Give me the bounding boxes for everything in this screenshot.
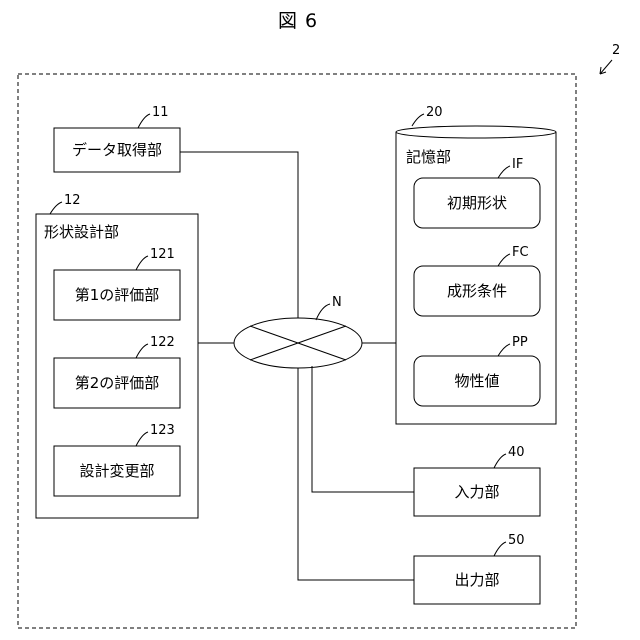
network-leader bbox=[316, 304, 330, 320]
data-acquisition-leader bbox=[138, 114, 150, 128]
unit-ref-2: 122 bbox=[150, 336, 175, 349]
system-ref-arrow bbox=[600, 60, 612, 74]
unit-label-3: 設計変更部 bbox=[54, 464, 180, 479]
network-ref: N bbox=[332, 296, 342, 309]
system-ref: 2 bbox=[612, 44, 620, 57]
figure-title: 図 6 bbox=[278, 12, 318, 31]
shape-design-leader bbox=[50, 202, 62, 214]
storage-label: 記憶部 bbox=[406, 150, 451, 165]
input-unit-ref: 40 bbox=[508, 446, 525, 459]
storage-item-label-1: 初期形状 bbox=[414, 196, 540, 211]
storage-item-label-3: 物性値 bbox=[414, 374, 540, 389]
input-unit-leader bbox=[494, 454, 506, 468]
storage-item-ref-2: FC bbox=[512, 246, 529, 259]
output-unit-ref: 50 bbox=[508, 534, 525, 547]
storage-cylinder-top bbox=[396, 126, 556, 138]
storage-item-ref-3: PP bbox=[512, 336, 528, 349]
unit-ref-1: 121 bbox=[150, 248, 175, 261]
data-acquisition-label: データ取得部 bbox=[54, 143, 180, 158]
storage-item-label-2: 成形条件 bbox=[414, 284, 540, 299]
shape-design-label: 形状設計部 bbox=[44, 225, 119, 240]
unit-ref-3: 123 bbox=[150, 424, 175, 437]
storage-leader bbox=[412, 114, 424, 126]
unit-label-1: 第1の評価部 bbox=[54, 288, 180, 303]
output-unit-label: 出力部 bbox=[414, 573, 540, 588]
input-unit-label: 入力部 bbox=[414, 485, 540, 500]
data-acquisition-ref: 11 bbox=[152, 106, 169, 119]
storage-ref: 20 bbox=[426, 106, 443, 119]
shape-design-ref: 12 bbox=[64, 194, 81, 207]
storage-item-ref-1: IF bbox=[512, 158, 523, 171]
unit-label-2: 第2の評価部 bbox=[54, 376, 180, 391]
output-unit-leader bbox=[494, 542, 506, 556]
